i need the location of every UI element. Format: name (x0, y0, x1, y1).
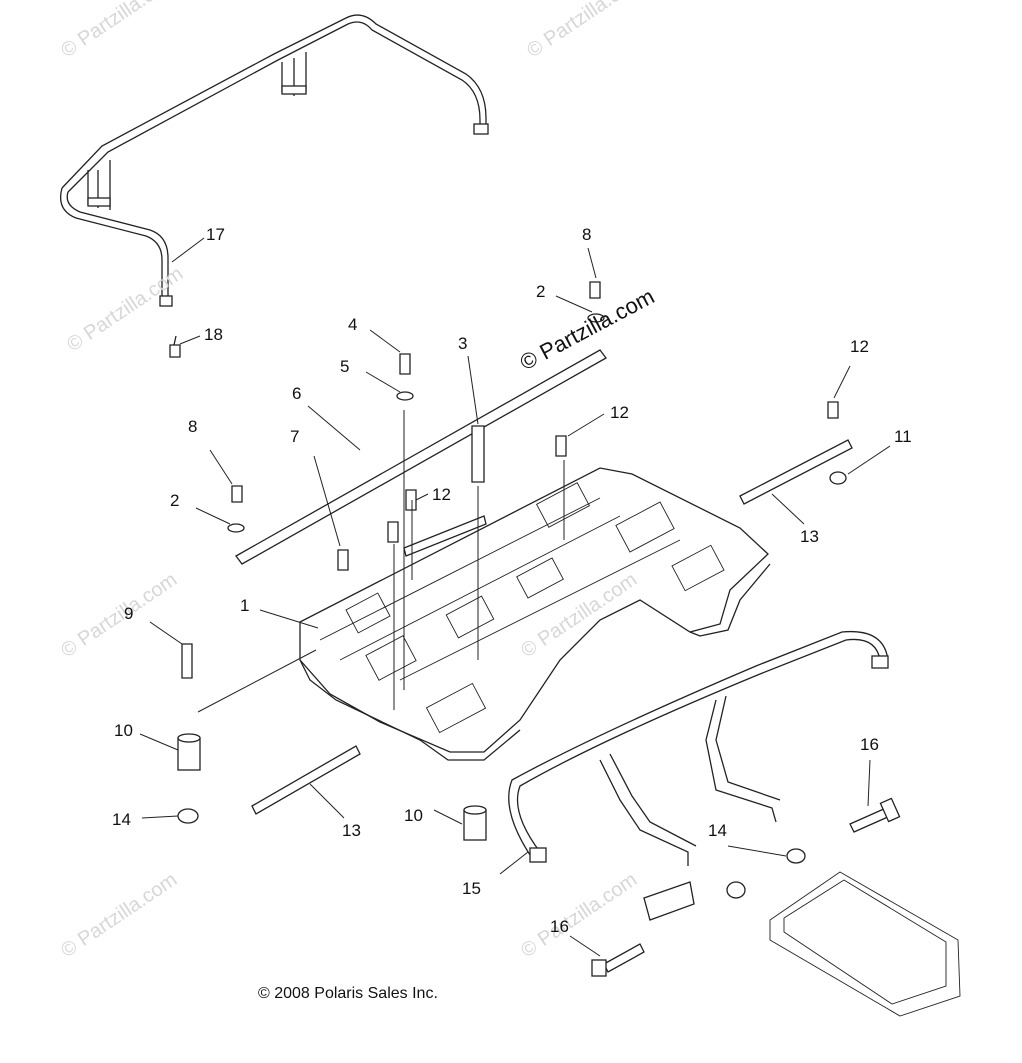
callout-9: 9 (124, 604, 134, 623)
nut-14-left (177, 808, 199, 824)
rack-assembly-1 (299, 467, 771, 761)
callout-7: 7 (290, 427, 300, 446)
callout-12: 12 (850, 337, 869, 356)
callout-12: 12 (610, 403, 629, 422)
callout-17: 17 (206, 225, 225, 244)
callout-4: 4 (348, 315, 358, 334)
rear-rack-rail-17 (59, 14, 489, 307)
callout-13: 13 (800, 527, 819, 546)
callout-13: 13 (342, 821, 361, 840)
callout-14: 14 (708, 821, 727, 840)
bolt-16-right (849, 797, 901, 833)
callout-8: 8 (188, 417, 198, 436)
screw-18 (169, 335, 181, 358)
callout-10: 10 (114, 721, 133, 740)
callout-10: 10 (404, 806, 423, 825)
callout-2: 2 (170, 491, 180, 510)
callout-5: 5 (340, 357, 350, 376)
callout-14: 14 (112, 810, 131, 829)
mount-strip-13-right (739, 439, 853, 505)
nut-11 (829, 471, 847, 485)
storage-box (769, 871, 961, 1017)
callout-16: 16 (860, 735, 879, 754)
callout-16: 16 (550, 917, 569, 936)
callout-6: 6 (292, 384, 302, 403)
copyright-notice: © 2008 Polaris Sales Inc. (258, 985, 438, 1002)
callout-2: 2 (536, 282, 546, 301)
spacer-10-left (177, 733, 201, 771)
callout-1: 1 (240, 596, 250, 615)
bolt-16-lower (591, 943, 645, 977)
callout-11: 11 (894, 427, 912, 446)
callout-15: 15 (462, 879, 481, 898)
callout-12: 12 (432, 485, 451, 504)
callout-3: 3 (458, 334, 468, 353)
assembly-lines (393, 410, 565, 710)
leader-lines (139, 237, 891, 957)
screws (181, 281, 839, 679)
rear-rail-15 (508, 630, 889, 866)
callout-18: 18 (204, 325, 223, 344)
bracket-plate (643, 881, 695, 921)
mount-strip-6 (235, 349, 607, 565)
spacer-10-right (463, 805, 487, 841)
nut-14-right (726, 848, 806, 899)
callout-8: 8 (582, 225, 592, 244)
mount-strip-13-left (251, 745, 361, 815)
